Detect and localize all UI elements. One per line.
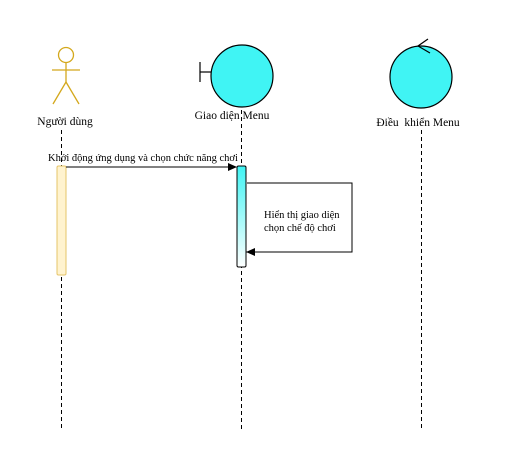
message-label-line-2: chọn chế độ chơi [264, 223, 336, 234]
message-start-app-label: Khởi động ứng dụng và chọn chức năng chơ… [48, 153, 238, 164]
message-show-mode-select-label: Hiển thị giao diện chọn chế độ chơi [264, 210, 342, 234]
boundary-icon [199, 44, 274, 108]
message-label-line-1: Hiển thị giao diện [264, 210, 340, 221]
participant-menu-ctrl-label: Điều khiển Menu [376, 116, 460, 129]
activation-user-border [56, 165, 67, 276]
participant-menu-ui[interactable]: Giao diện Menu [195, 44, 274, 122]
activation-user [57, 166, 66, 275]
arrowhead-icon [246, 248, 255, 256]
participant-user-label: Người dùng [37, 116, 93, 128]
self-message-line [246, 182, 353, 253]
actor-icon [52, 46, 80, 105]
control-icon [389, 38, 453, 109]
arrowhead-icon [228, 163, 237, 171]
message-show-mode-select[interactable]: Hiển thị giao diện chọn chế độ chơi [246, 182, 353, 256]
participant-menu-ctrl[interactable]: Điều khiển Menu [376, 38, 460, 129]
participant-menu-ui-label: Giao diện Menu [195, 110, 270, 122]
message-start-app[interactable]: Khởi động ứng dụng và chọn chức năng chơ… [48, 153, 238, 171]
activation-menu-ui [236, 165, 247, 268]
participant-user[interactable]: Người dùng [37, 46, 93, 129]
